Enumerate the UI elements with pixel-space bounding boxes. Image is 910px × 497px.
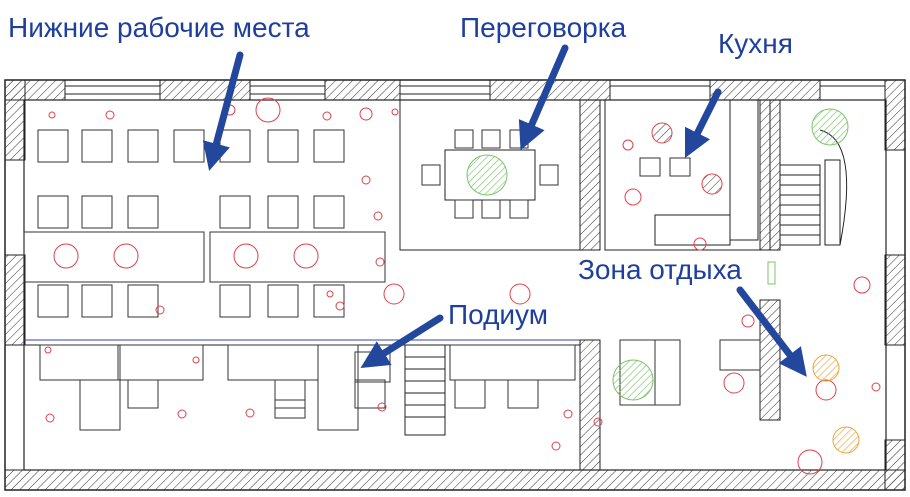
label-lower-workstations: Нижние рабочие места [8,12,310,43]
podium-furniture [39,339,761,431]
ceiling-lamp-icon [383,283,405,305]
chair [539,164,559,186]
ceiling-lamp-icon [693,237,707,251]
ceiling-lamp-icon [233,243,259,269]
ceiling-lamp-icon [871,382,881,392]
chair [173,129,205,163]
label-meeting-room: Переговорка [460,12,627,43]
chair [81,195,113,229]
ceiling-lamp-icon [293,243,319,269]
ceiling-lamp-icon [377,402,387,412]
ceiling-lamp-icon [361,175,371,185]
ceiling-lamp-icon [192,356,200,364]
chair [274,399,306,419]
ceiling-lamp-icon [551,441,561,451]
ceiling-lamp-icon [797,449,823,475]
ceiling-lamp-icon [105,110,115,120]
ceiling-lamp-icon [335,301,345,311]
chair [219,284,251,318]
workstation-desks [23,231,386,283]
chair [81,284,113,318]
chair [481,199,501,219]
arrow-icon [736,286,807,377]
staircase [404,129,848,436]
ceiling-lamp-icon [177,409,187,419]
ceiling-lamp-icon [245,408,255,418]
arrow-icon [684,88,722,159]
chair [127,129,159,163]
chair [313,284,345,318]
ceiling-lamp-icon [45,413,55,423]
chair [37,284,69,318]
ceiling-lamp-icon [593,417,603,427]
chair [454,379,486,409]
chair [267,195,299,229]
ceiling-lamp-icon [723,372,745,394]
arrow-icon [202,51,244,171]
chair [507,379,539,409]
ceiling-lamp-icon [624,188,642,206]
chair [127,379,159,409]
ceiling-lamp-icon [359,107,373,121]
label-podium: Подиум [448,299,548,330]
ceiling-lamp-icon [155,305,165,315]
ceiling-lamp-icon [853,276,871,294]
ceiling-lamp-icon [815,379,837,401]
chair [37,129,69,163]
chair [219,129,251,163]
ceiling-lamp-icon [255,97,281,123]
label-lounge: Зона отдыха [578,254,742,285]
chair [354,379,386,409]
ceiling-lamp-icon [391,108,399,116]
ceiling-lamp-icon [322,111,332,121]
chair [274,379,306,409]
ceiling-lamp-icon [373,211,383,221]
ceiling-lamp-icon [509,283,531,305]
outer-walls [4,79,906,491]
annotation-arrows [202,44,807,377]
chair [454,129,474,149]
chair [421,164,441,186]
chair [313,129,345,163]
chair [37,195,69,229]
chair [509,199,529,219]
ceiling-lamp-icon [113,243,139,269]
chair [127,284,159,318]
chair [639,157,661,177]
ceiling-lamp-icon [563,409,573,419]
ceiling-lamp-icon [48,111,56,119]
ceiling-lamp-icon [741,314,755,328]
chairs [37,129,691,419]
chair [313,195,345,229]
ceiling-lamp-icon [375,257,385,267]
chair [81,129,113,163]
chair [267,129,299,163]
arrow-icon [518,44,569,151]
ceiling-lamp-icon [326,290,334,298]
chair [669,157,691,177]
chair [127,195,159,229]
arrow-icon [360,314,444,368]
ceiling-lamp-icon [53,243,79,269]
label-kitchen: Кухня [718,28,793,59]
chair [454,199,474,219]
chair [481,129,501,149]
ceiling-lamp-icon [44,346,52,354]
chair [267,284,299,318]
ceiling-lamps [44,97,881,475]
chair [219,195,251,229]
ceiling-lamp-icon [622,139,634,151]
plants [466,108,860,454]
